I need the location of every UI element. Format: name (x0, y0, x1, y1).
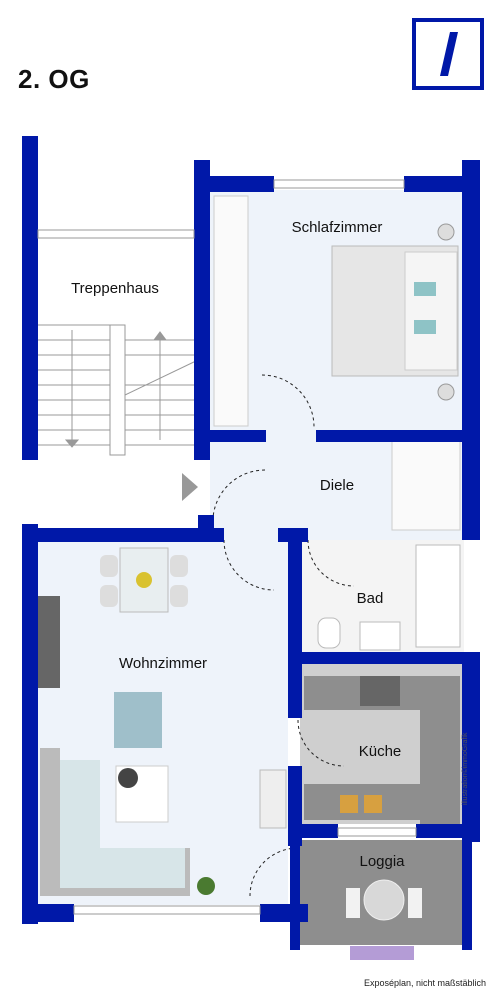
illustration-credit: illustration©immoGrafik (462, 732, 469, 805)
footer-note: Exposéplan, nicht maßstäblich (363, 978, 486, 988)
room-label-treppenhaus: Treppenhaus (71, 280, 159, 297)
sofa (40, 748, 190, 896)
bathroom-fixtures (317, 544, 461, 651)
room-label-bad: Bad (356, 590, 384, 607)
room-label-diele: Diele (319, 477, 355, 494)
room-label-wohnzimmer: Wohnzimmer (118, 655, 208, 672)
armchair (114, 692, 162, 748)
entrance-arrow (182, 473, 198, 501)
bed (331, 223, 459, 401)
dining-table (100, 547, 188, 613)
kitchen (304, 676, 460, 824)
walls (22, 136, 480, 950)
loggia-table (346, 879, 422, 960)
room-label-schlafzimmer: Schlafzimmer (291, 219, 383, 236)
bank-logo (412, 18, 484, 90)
floor-title: 2. OG (18, 64, 90, 94)
room-label-loggia: Loggia (359, 853, 405, 870)
coffee-table (115, 765, 169, 823)
stairs (38, 324, 199, 456)
tv-cabinet (259, 769, 287, 829)
windows (37, 179, 417, 915)
room-label-kueche: Küche (358, 743, 402, 760)
sideboard (38, 596, 60, 688)
